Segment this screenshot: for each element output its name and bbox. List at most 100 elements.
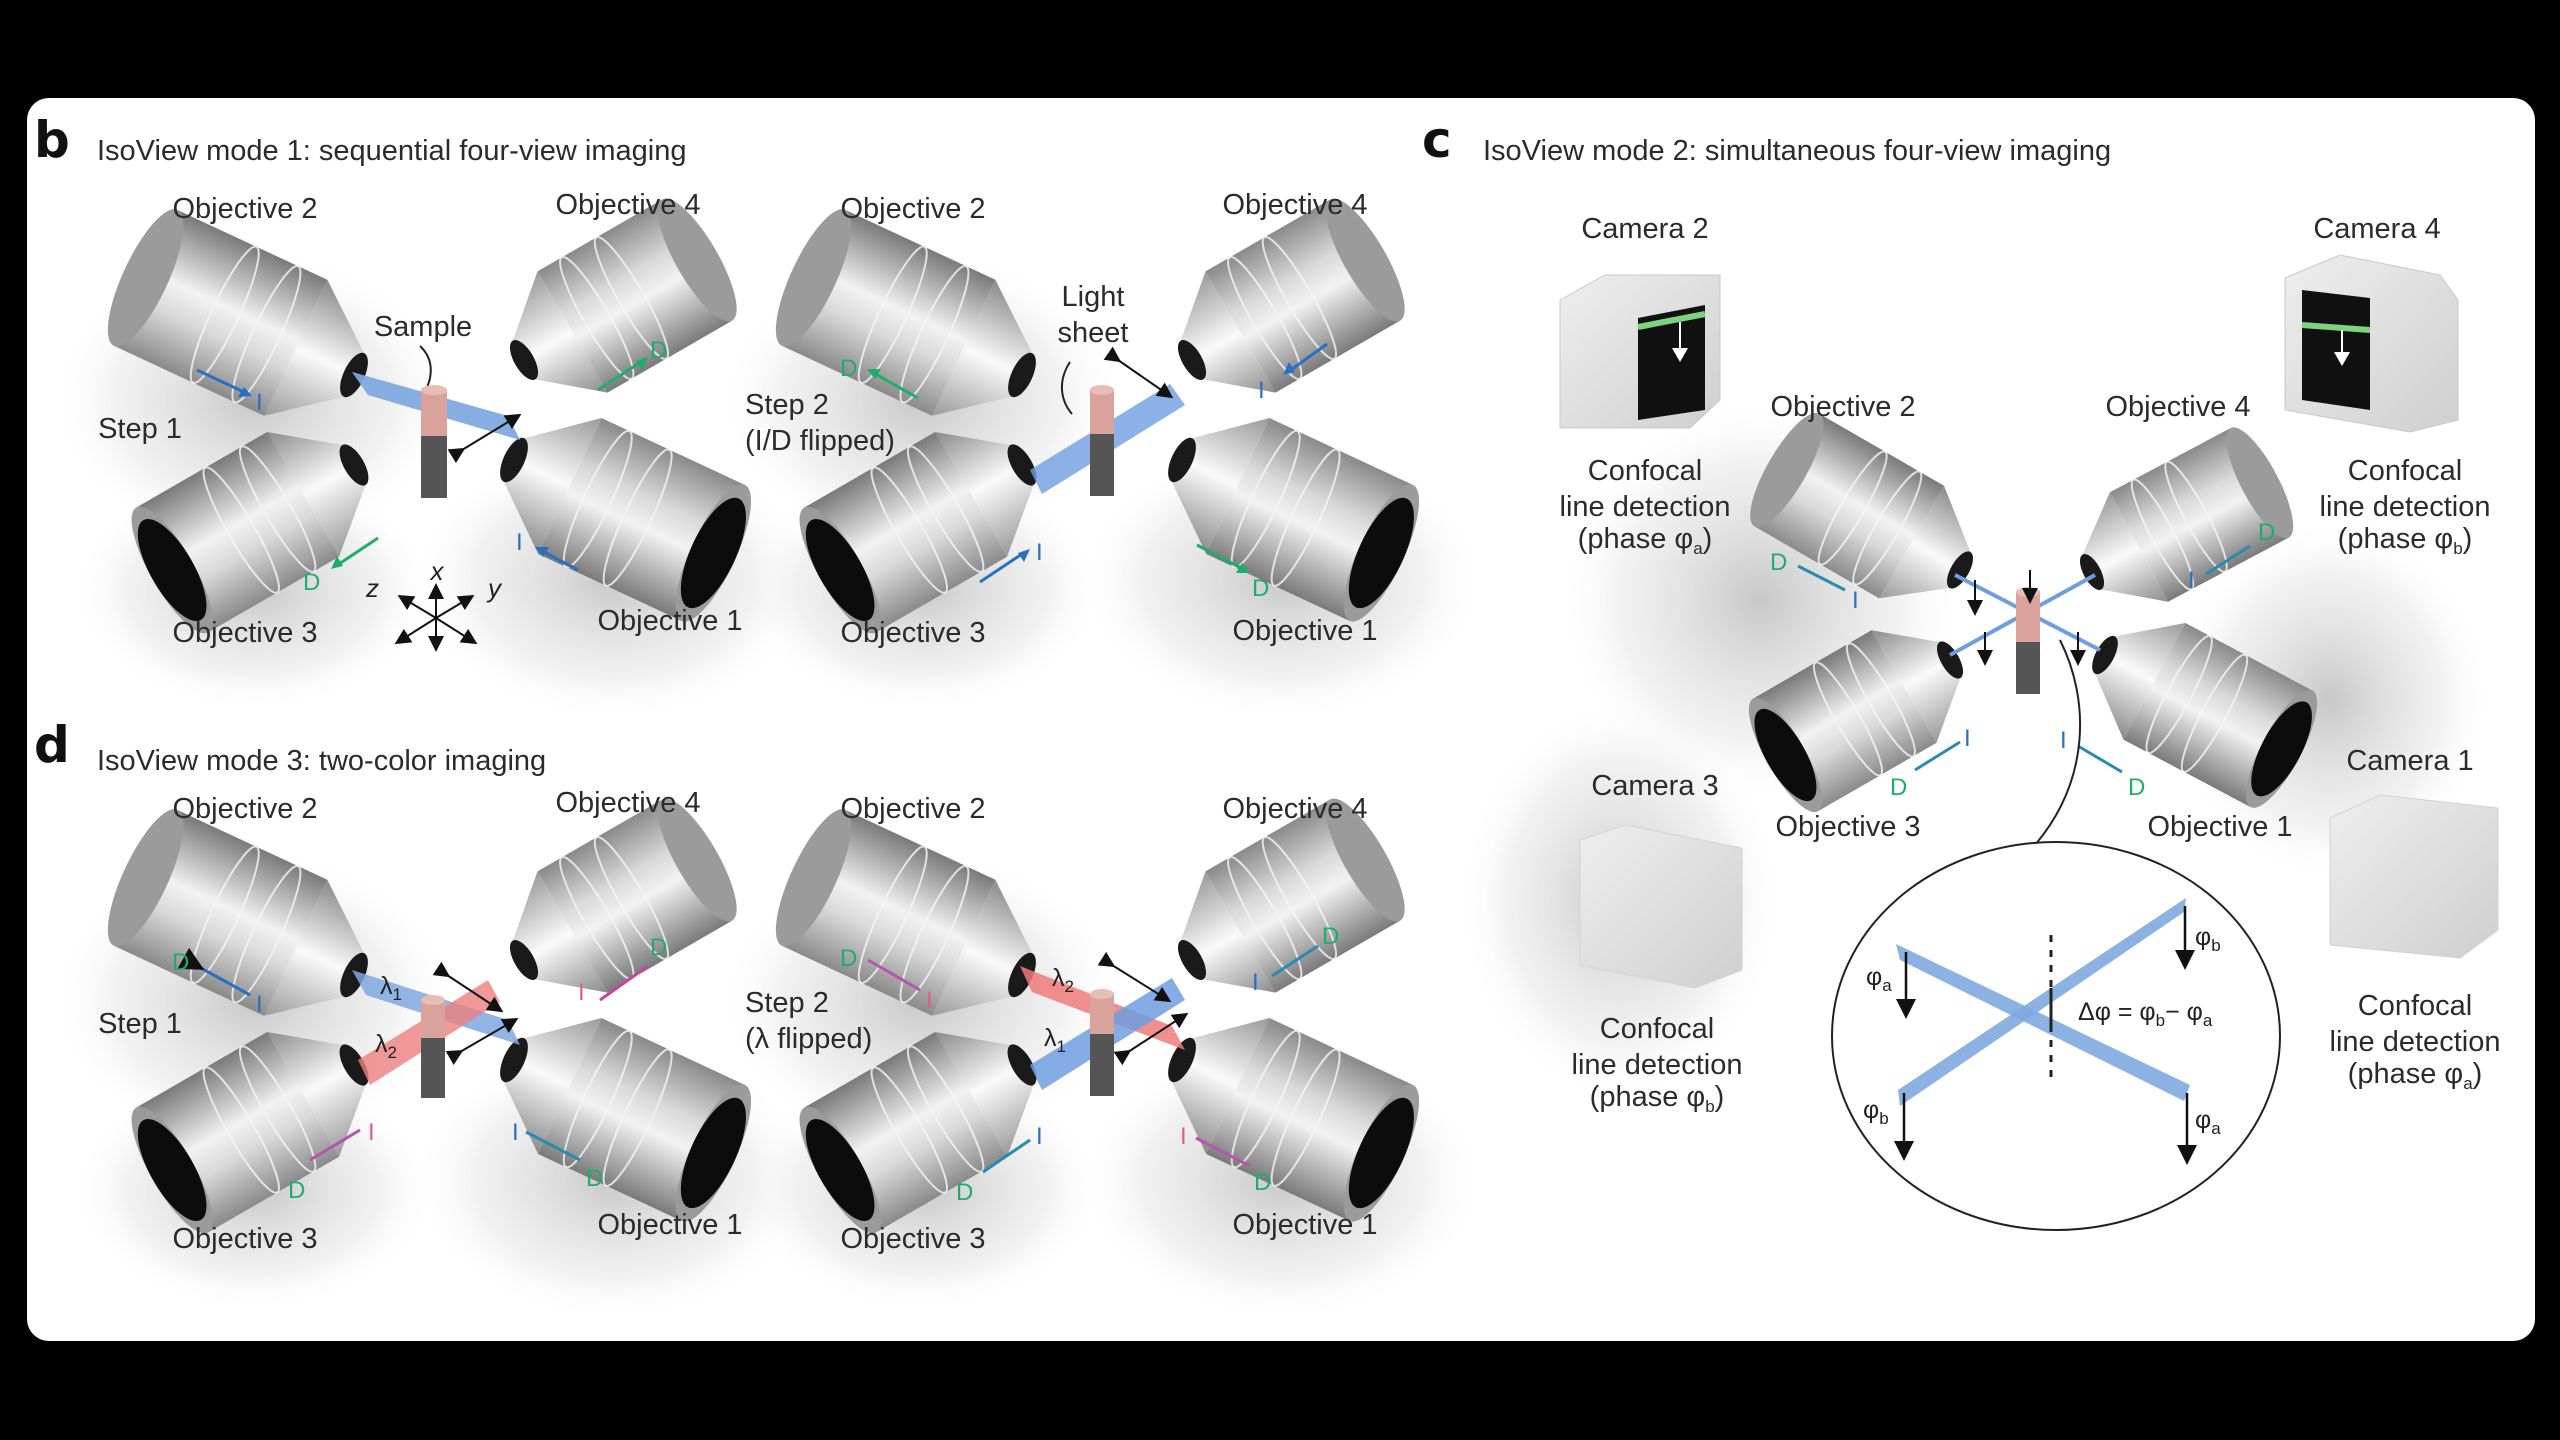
sample xyxy=(421,995,445,1098)
objective-2-label: Objective 2 xyxy=(172,793,317,825)
objective-3-label: Objective 3 xyxy=(172,1223,317,1255)
objective-3-label: Objective 3 xyxy=(1775,811,1920,843)
svg-text:Confocal: Confocal xyxy=(1600,1013,1714,1045)
sample xyxy=(2016,587,2040,694)
svg-text:I: I xyxy=(1180,1123,1187,1150)
panel-b-step1: Objective 2 Objective 4 Objective 3 Obje… xyxy=(98,189,743,652)
svg-text:D: D xyxy=(1322,923,1339,950)
light-sheet-label-line1: Light xyxy=(1062,281,1125,313)
arrow-objective-3: D I xyxy=(288,1119,375,1204)
sample-label: Sample xyxy=(374,311,472,343)
d1-objective-4 xyxy=(509,798,737,993)
svg-text:line detection: line detection xyxy=(2330,1026,2501,1058)
panel-b-step2: Objective 2 Objective 4 Objective 3 Obje… xyxy=(745,189,1378,649)
svg-text:I: I xyxy=(1036,1123,1043,1150)
aperture-icon xyxy=(2251,701,2312,797)
d1-objective-2 xyxy=(107,809,368,1016)
svg-text:I: I xyxy=(256,991,263,1018)
objective-4-label: Objective 4 xyxy=(1222,793,1367,825)
objective-4-label: Objective 4 xyxy=(1222,189,1367,221)
arrow-objective-3: D I xyxy=(956,1123,1043,1206)
camera-1: Camera 1 Confocal line detection (phase … xyxy=(2329,745,2501,1093)
confocal-line xyxy=(1637,311,1706,330)
inset-leader-line xyxy=(2034,639,2082,846)
scan-arrows xyxy=(1967,570,2086,666)
arrow-objective-1: D xyxy=(1196,543,1269,602)
coordinate-axes xyxy=(394,583,478,652)
objective-3-label: Objective 3 xyxy=(840,1223,985,1255)
objective-4-label: Objective 4 xyxy=(555,189,700,221)
step-label: Step 1 xyxy=(98,413,182,445)
svg-text:I: I xyxy=(578,979,585,1006)
panel-letter-b: b xyxy=(34,111,70,169)
inset-beam-a xyxy=(1896,944,2190,1101)
svg-text:line detection: line detection xyxy=(2320,491,2491,523)
objective-3-label: Objective 3 xyxy=(840,617,985,649)
aperture-icon xyxy=(1348,497,1414,609)
panel-d-step2: Objective 2 Objective 4 Objective 3 Obje… xyxy=(745,793,1378,1255)
d1-objective-3 xyxy=(131,1032,369,1234)
d1-objective-1 xyxy=(500,1018,752,1222)
b1-objective-4 xyxy=(509,198,737,393)
svg-text:I: I xyxy=(516,529,523,556)
objective-1-label: Objective 1 xyxy=(2147,811,2292,843)
objective-1-label: Objective 1 xyxy=(597,1209,742,1241)
camera-2-label: Camera 2 xyxy=(1581,213,1708,245)
c-objective-2 xyxy=(1750,412,1974,599)
panel-letter-d: d xyxy=(34,716,70,774)
svg-text:(phase φa): (phase φa) xyxy=(1578,523,1713,558)
lambda-1-label: λ1 xyxy=(1044,1024,1066,1056)
phi-b-label-right: φb xyxy=(2195,923,2221,955)
svg-text:D: D xyxy=(1890,774,1907,801)
svg-text:D: D xyxy=(303,569,320,596)
phase-difference-equation: Δφ = φb− φa xyxy=(2078,998,2213,1030)
aperture-icon xyxy=(137,518,207,622)
axis-x-label: x xyxy=(429,556,445,586)
arrow-objective-2: D xyxy=(840,355,919,400)
panel-b-title: IsoView mode 1: sequential four-view ima… xyxy=(97,135,686,167)
svg-text:I: I xyxy=(926,987,933,1014)
svg-text:D: D xyxy=(1770,549,1787,576)
camera-sensor xyxy=(2302,290,2370,410)
lambda-1-label: λ1 xyxy=(380,972,402,1004)
arrow-objective-4: I xyxy=(1258,342,1328,404)
c-objective-3 xyxy=(1748,630,1964,813)
svg-text:D: D xyxy=(586,1165,603,1192)
light-sheet-leader-line xyxy=(1061,361,1073,415)
panel-b: b IsoView mode 1: sequential four-view i… xyxy=(34,111,1378,652)
arrow-objective-4: I D xyxy=(1252,923,1339,996)
objective-3-label: Objective 3 xyxy=(172,617,317,649)
panel-letter-c: c xyxy=(1422,111,1452,169)
panel-c: c IsoView mode 2: simultaneous four-view… xyxy=(1422,111,2501,1231)
objective-2-label: Objective 2 xyxy=(1770,391,1915,423)
svg-text:I: I xyxy=(1964,725,1971,752)
b2-objective-3 xyxy=(799,432,1037,634)
camera-4-label: Camera 4 xyxy=(2313,213,2440,245)
svg-text:D: D xyxy=(2258,519,2275,546)
arrow-objective-2: D I xyxy=(840,945,933,1014)
svg-text:I: I xyxy=(1258,377,1265,404)
b2-objective-1 xyxy=(1168,418,1420,622)
light-sheet-label-line2: sheet xyxy=(1058,317,1129,349)
camera-3-label: Camera 3 xyxy=(1591,770,1718,802)
aperture-icon xyxy=(1754,708,1817,802)
step-label: Step 1 xyxy=(98,1008,182,1040)
svg-text:I: I xyxy=(256,389,263,416)
id-arrows: D I I D D I I D xyxy=(1770,519,2275,801)
panel-d-title: IsoView mode 3: two-color imaging xyxy=(97,745,546,777)
svg-text:D: D xyxy=(2128,774,2145,801)
d2-objective-1 xyxy=(1168,1018,1420,1222)
svg-text:Confocal: Confocal xyxy=(1588,455,1702,487)
arrow-objective-1: I D xyxy=(1180,1123,1271,1196)
arrow-objective-2: I xyxy=(196,368,263,416)
svg-text:D: D xyxy=(840,355,857,382)
scan-direction-arrow xyxy=(1103,346,1174,399)
arrow-objective-1: I D xyxy=(512,1119,603,1192)
svg-text:line detection: line detection xyxy=(1572,1049,1743,1081)
aperture-icon xyxy=(680,1097,746,1209)
objective-1-label: Objective 1 xyxy=(1232,615,1377,647)
svg-text:I: I xyxy=(1852,587,1859,614)
phi-a-label-right: φa xyxy=(2195,1106,2221,1138)
phase-inset: φa φb φb φa Δφ = φb− φa xyxy=(1831,841,2281,1231)
